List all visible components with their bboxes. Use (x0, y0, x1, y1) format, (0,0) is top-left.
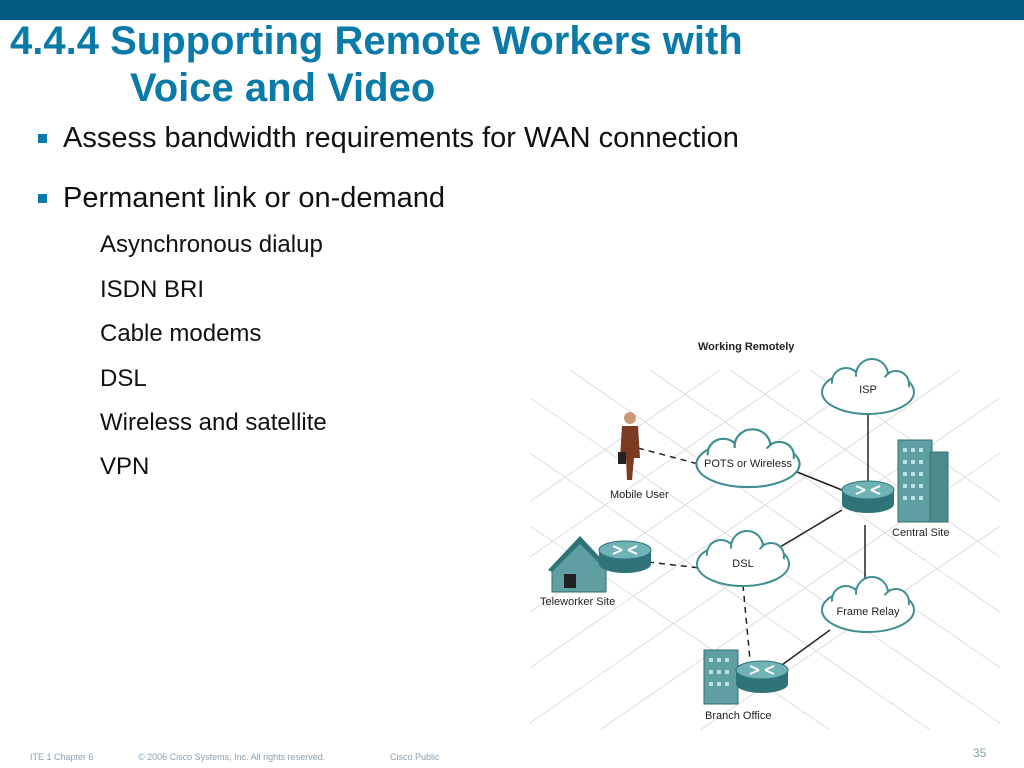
dsl-cloud: DSL (696, 530, 790, 587)
central-router-icon (841, 480, 895, 514)
sub-item: Wireless and satellite (100, 409, 327, 436)
teleworker-router-icon (598, 540, 652, 574)
frame-relay-cloud: Frame Relay (821, 576, 915, 633)
house-icon (548, 536, 610, 593)
person-icon (618, 412, 640, 480)
teleworker-site: Teleworker Site (540, 536, 652, 608)
branch-router-icon (735, 660, 789, 694)
bullet-item: Permanent link or on-demand (38, 178, 938, 218)
page-number: 35 (973, 746, 987, 760)
building-icon (703, 649, 739, 705)
sub-item: Cable modems (100, 320, 262, 347)
central-site-label: Central Site (892, 527, 949, 539)
bullet-list: Assess bandwidth requirements for WAN co… (38, 118, 938, 238)
slide-title-line1: 4.4.4 Supporting Remote Workers with (10, 19, 743, 63)
diagram-title: Working Remotely (698, 341, 795, 353)
bullet-text: Assess bandwidth requirements for WAN co… (63, 121, 739, 154)
bullet-item: Assess bandwidth requirements for WAN co… (38, 118, 938, 158)
footer-classification: Cisco Public (390, 752, 440, 762)
pots-wireless-cloud: POTS or Wireless (695, 428, 801, 489)
footer-course: ITE 1 Chapter 6 (30, 752, 94, 762)
isp-cloud-label: ISP (859, 384, 877, 396)
sub-item: DSL (100, 365, 147, 392)
building-icon (897, 439, 949, 523)
teleworker-site-label: Teleworker Site (540, 596, 615, 608)
sub-item: VPN (100, 453, 150, 480)
mobile-user-label: Mobile User (610, 489, 669, 501)
branch-office: Branch Office (703, 649, 789, 722)
sub-item: Asynchronous dialup (100, 231, 323, 258)
pots-wireless-cloud-label: POTS or Wireless (704, 458, 793, 470)
isp-cloud: ISP (821, 358, 915, 415)
sub-item: ISDN BRI (100, 276, 205, 303)
mobile-user: Mobile User (610, 412, 669, 501)
branch-office-label: Branch Office (705, 710, 771, 722)
frame-relay-cloud-label: Frame Relay (837, 606, 900, 618)
square-bullet-icon (38, 193, 47, 203)
footer-copyright: © 2006 Cisco Systems, Inc. All rights re… (138, 752, 326, 762)
dsl-cloud-label: DSL (732, 558, 753, 570)
slide-title-line2: Voice and Video (130, 66, 436, 110)
slide-title: 4.4.4 Supporting Remote Workers with Voi… (10, 18, 743, 112)
top-banner (0, 0, 1024, 20)
dialup-links (637, 447, 751, 661)
bullet-text: Permanent link or on-demand (63, 181, 446, 214)
square-bullet-icon (38, 133, 47, 143)
central-site: Central Site (841, 439, 949, 539)
working-remotely-diagram: Working Remotely ISP POTS or Wireless DS… (530, 341, 1000, 730)
